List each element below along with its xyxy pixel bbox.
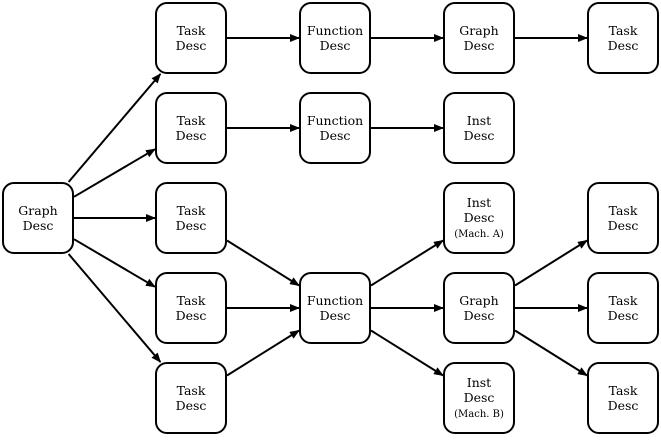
node-line-1: Task (176, 383, 206, 398)
node-line-1: Inst (466, 374, 492, 390)
task-desc-node-row4: Task Desc (155, 272, 227, 344)
graph-desc-node-split: Graph Desc (443, 272, 515, 344)
node-line-1: Task (176, 23, 206, 38)
node-line-1: Task (608, 23, 638, 38)
node-line-1: Task (176, 293, 206, 308)
machine-label: (Mach. A) (454, 228, 504, 240)
inst-desc-node-mach-a: Inst Desc (Mach. A) (443, 182, 515, 254)
node-line-1: Function (306, 113, 364, 128)
node-line-2: Desc (175, 398, 207, 413)
node-line-1: Inst (466, 194, 492, 210)
node-line-2: Desc (463, 389, 495, 405)
node-line-2: Desc (463, 38, 495, 53)
edge-arrow-function_mid-to-inst_b (370, 329, 444, 377)
node-line-1: Graph (18, 203, 58, 218)
node-line-2: Desc (463, 308, 495, 323)
task-desc-node-row1: Task Desc (155, 2, 227, 74)
node-line-2: Desc (319, 38, 351, 53)
node-line-1: Function (306, 293, 364, 308)
node-line-2: Desc (175, 308, 207, 323)
node-line-2: Desc (607, 218, 639, 233)
node-line-1: Graph (459, 293, 499, 308)
function-desc-node-merge: Function Desc (299, 272, 371, 344)
node-line-2: Desc (607, 398, 639, 413)
edge-arrow-function_mid-to-inst_a (370, 239, 444, 287)
node-line-2: Desc (607, 308, 639, 323)
node-line-2: Desc (463, 128, 495, 143)
node-line-1: Graph (459, 23, 499, 38)
node-line-2: Desc (607, 38, 639, 53)
task-desc-node-row5: Task Desc (155, 362, 227, 434)
node-line-2: Desc (175, 128, 207, 143)
task-desc-node-end-row4: Task Desc (587, 272, 659, 344)
node-line-2: Desc (463, 209, 495, 225)
task-desc-node-row2: Task Desc (155, 92, 227, 164)
graph-desc-root-node: Graph Desc (2, 182, 74, 254)
node-line-2: Desc (175, 218, 207, 233)
function-desc-node-row1: Function Desc (299, 2, 371, 74)
edge-arrow-task_r5-to-function_mid (226, 329, 300, 377)
edge-arrow-graph_root-to-task_r4 (73, 238, 156, 288)
edge-arrow-graph_root-to-task_r5 (67, 253, 162, 363)
task-desc-node-end-row3: Task Desc (587, 182, 659, 254)
node-line-1: Task (608, 293, 638, 308)
node-line-2: Desc (319, 308, 351, 323)
edge-arrow-graph_root-to-task_r2 (73, 148, 156, 198)
graph-desc-node-row1: Graph Desc (443, 2, 515, 74)
node-line-2: Desc (22, 218, 54, 233)
node-line-1: Task (608, 203, 638, 218)
node-line-2: Desc (175, 38, 207, 53)
edge-arrow-graph_mid-to-task_end_r3 (514, 239, 588, 287)
task-desc-node-end-row1: Task Desc (587, 2, 659, 74)
edge-arrow-graph_mid-to-task_end_r5 (514, 329, 588, 377)
node-line-1: Task (608, 383, 638, 398)
task-desc-node-row3: Task Desc (155, 182, 227, 254)
node-line-1: Function (306, 23, 364, 38)
node-line-1: Inst (466, 113, 492, 128)
inst-desc-node-mach-b: Inst Desc (Mach. B) (443, 362, 515, 434)
node-line-2: Desc (319, 128, 351, 143)
edge-arrow-task_r3-to-function_mid (226, 239, 300, 287)
edge-arrow-graph_root-to-task_r1 (67, 73, 162, 183)
inst-desc-node-row2: Inst Desc (443, 92, 515, 164)
node-line-1: Task (176, 113, 206, 128)
machine-label: (Mach. B) (454, 408, 504, 420)
node-line-1: Task (176, 203, 206, 218)
function-desc-node-row2: Function Desc (299, 92, 371, 164)
task-desc-node-end-row5: Task Desc (587, 362, 659, 434)
